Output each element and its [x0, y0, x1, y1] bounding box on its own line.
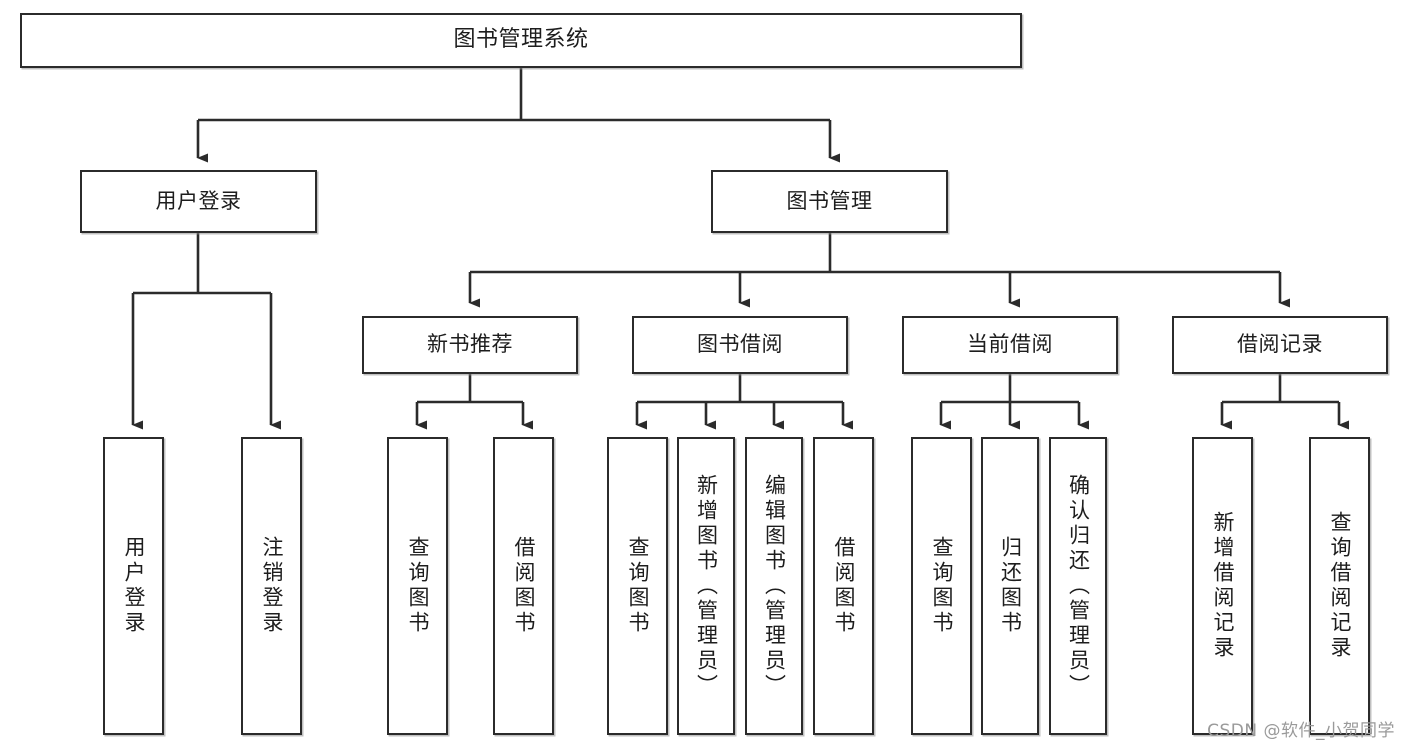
node-label: 编辑图书（管理员）: [762, 473, 787, 699]
node-label: 当前借阅: [967, 332, 1053, 357]
node-label: 新增图书（管理员）: [694, 473, 719, 699]
node-label: 图书借阅: [697, 332, 783, 357]
node-label: 图书管理: [786, 188, 873, 213]
leaf-current-borrow-return-book[interactable]: 归还图书: [981, 437, 1039, 735]
node-book-borrow[interactable]: 图书借阅: [632, 316, 848, 374]
node-label: 新书推荐: [427, 332, 513, 357]
node-current-borrow[interactable]: 当前借阅: [902, 316, 1118, 374]
node-label: 查询图书: [626, 536, 650, 636]
node-label: 查询图书: [930, 536, 954, 636]
csdn-watermark: CSDN @软件_小贺同学: [1207, 721, 1395, 741]
node-label: 注销登录: [260, 536, 284, 636]
node-label: 查询借阅记录: [1328, 511, 1352, 661]
node-label: 归还图书: [998, 536, 1023, 636]
leaf-current-borrow-confirm-return[interactable]: 确认归还（管理员）: [1049, 437, 1107, 735]
node-new-book-recommend[interactable]: 新书推荐: [362, 316, 578, 374]
leaf-current-borrow-query-book[interactable]: 查询图书: [911, 437, 972, 735]
node-label: 用户登录: [155, 188, 242, 213]
leaf-book-borrow-add-book[interactable]: 新增图书（管理员）: [677, 437, 735, 735]
node-label: 用户登录: [122, 536, 146, 636]
node-user-login[interactable]: 用户登录: [80, 170, 317, 233]
node-borrow-record[interactable]: 借阅记录: [1172, 316, 1388, 374]
leaf-borrow-record-query-record[interactable]: 查询借阅记录: [1309, 437, 1370, 735]
node-label: 图书管理系统: [453, 27, 589, 53]
node-root-book-management-system[interactable]: 图书管理系统: [20, 13, 1022, 68]
leaf-user-login-login[interactable]: 用户登录: [103, 437, 164, 735]
node-label: 确认归还（管理员）: [1066, 473, 1091, 699]
leaf-book-borrow-edit-book[interactable]: 编辑图书（管理员）: [745, 437, 803, 735]
leaf-new-book-query-book[interactable]: 查询图书: [387, 437, 448, 735]
leaf-book-borrow-borrow-book[interactable]: 借阅图书: [813, 437, 874, 735]
leaf-borrow-record-add-record[interactable]: 新增借阅记录: [1192, 437, 1253, 735]
node-label: 查询图书: [406, 536, 430, 636]
node-label: 新增借阅记录: [1211, 511, 1235, 661]
node-book-management[interactable]: 图书管理: [711, 170, 948, 233]
leaf-new-book-borrow-book[interactable]: 借阅图书: [493, 437, 554, 735]
node-label: 借阅记录: [1237, 332, 1323, 357]
leaf-user-login-logout[interactable]: 注销登录: [241, 437, 302, 735]
node-label: 借阅图书: [832, 536, 856, 636]
leaf-book-borrow-query-book[interactable]: 查询图书: [607, 437, 668, 735]
node-label: 借阅图书: [512, 536, 536, 636]
